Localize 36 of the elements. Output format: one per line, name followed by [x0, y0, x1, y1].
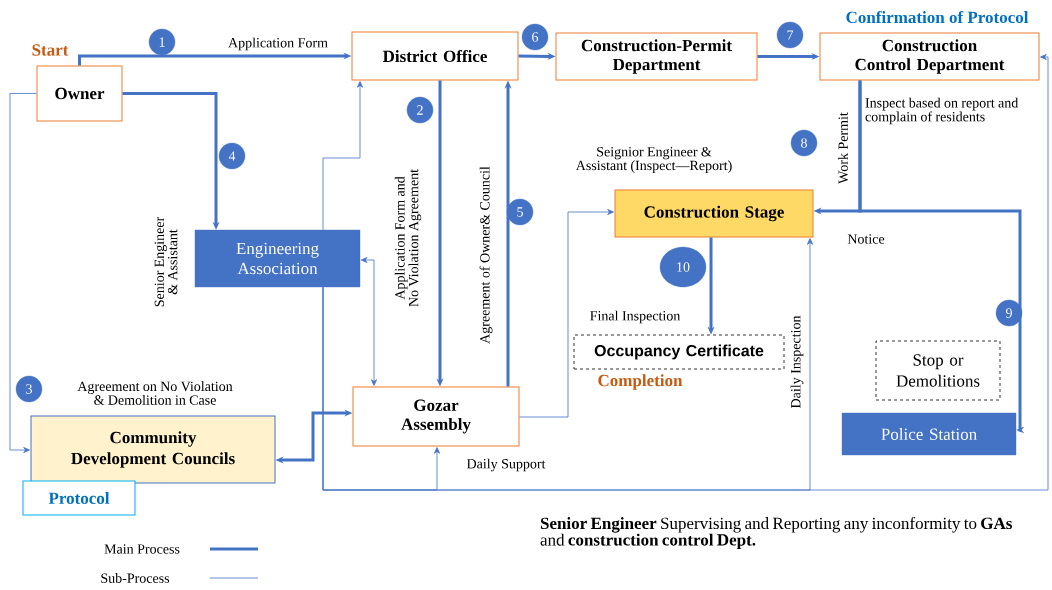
- process-box: Protocol: [22, 480, 136, 516]
- arrow: [360, 257, 377, 386]
- process-box: Community Development Councils: [30, 415, 276, 484]
- dashed-box: Occupancy Certificate: [573, 334, 785, 370]
- agreement-text: Agreement on No Violation & Demolition in Case: [77, 381, 233, 405]
- arrow: [519, 209, 614, 418]
- process-box: Gozar Assembly: [352, 386, 520, 447]
- edge-label: Agreement of Owner& Council: [479, 166, 493, 344]
- process-box: Engineering Association: [194, 229, 361, 288]
- inspection-text: Seignior Engineer & Assistant (Inspect—Report): [575, 147, 732, 173]
- edge-label: Daily Inspection: [790, 315, 804, 409]
- edge-label: Final Inspection: [590, 310, 681, 324]
- edge-label: Daily Support: [466, 458, 546, 472]
- heading-text: Confirmation of Protocol: [846, 10, 1029, 24]
- process-box: Owner: [36, 65, 123, 122]
- supervision-note: Senior Engineer Supervising and Reporting any inconformity to GAs and construction control Dept.: [540, 516, 1012, 550]
- arrow: [322, 81, 363, 231]
- legend-text: Sub-Process: [101, 573, 170, 583]
- edge-label: Application Form and No Violation Agreement: [394, 169, 422, 307]
- edge-label: Application Form: [228, 37, 328, 51]
- edge-label: Notice: [847, 234, 885, 244]
- edge-label: Senior Engineer & Assistant: [154, 216, 178, 307]
- process-box: Construction Stage: [614, 189, 814, 238]
- process-box: Construction Control Department: [819, 32, 1040, 81]
- process-box: District Office: [351, 31, 519, 81]
- arrow: [322, 54, 1049, 491]
- process-box: Construction-Permit Department: [555, 32, 758, 81]
- edge-label: Work Permit: [838, 112, 848, 184]
- process-box: Police Station: [841, 412, 1017, 456]
- arrow: [858, 80, 1025, 434]
- heading-text: Completion: [598, 374, 683, 390]
- inspection-note: Inspect based on report and complain of residents: [865, 97, 1019, 125]
- legend-text: Main Process: [104, 544, 180, 554]
- arrow: [9, 93, 37, 453]
- heading-text: Start: [32, 44, 69, 56]
- dashed-box: Stop or Demolitions: [875, 340, 1001, 401]
